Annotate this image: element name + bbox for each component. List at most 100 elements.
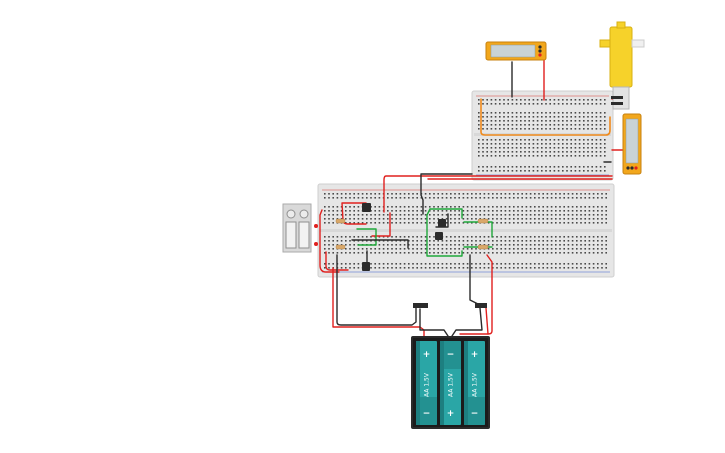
wire-batt-red-right[interactable] — [486, 254, 493, 335]
wire-red-outer[interactable] — [319, 209, 340, 273]
pushbutton-cap[interactable] — [299, 209, 309, 219]
breadboard-hole — [511, 112, 514, 114]
breadboard-hole — [513, 236, 515, 238]
dc-motor[interactable] — [599, 21, 645, 110]
breadboard-hole — [492, 222, 494, 224]
breadboard-hole — [437, 214, 439, 216]
pushbuttons[interactable] — [282, 203, 318, 253]
breadboard-hole — [570, 166, 572, 168]
wire-batt-black-left[interactable] — [336, 254, 417, 326]
wire-batt-black-mid[interactable] — [469, 254, 479, 305]
breadboard-hole — [578, 120, 581, 122]
transistor-q2[interactable] — [438, 219, 446, 227]
breadboard-hole — [578, 112, 581, 114]
breadboard-hole — [324, 248, 326, 250]
breadboard-hole — [499, 116, 501, 118]
wire-batt-black-center[interactable] — [419, 308, 449, 337]
breadboard-hole — [515, 139, 518, 141]
breadboard-hole — [576, 267, 578, 269]
battery-cell: −+AA 1,5V — [440, 341, 461, 425]
breadboard-hole — [542, 240, 544, 242]
breadboard-hole — [592, 210, 595, 212]
wire-green-right[interactable] — [426, 208, 463, 257]
breadboard-hole — [521, 197, 523, 199]
battery-pack[interactable]: +−AA 1,5V−+AA 1,5V+−AA 1,5V — [411, 336, 490, 429]
breadboard-hole — [529, 244, 532, 246]
transistor-q3[interactable] — [435, 232, 443, 240]
breadboard-hole — [454, 240, 456, 242]
resistor-r1[interactable] — [335, 218, 346, 224]
transistor-q1[interactable] — [362, 203, 371, 212]
wire-batt-red-right2[interactable] — [459, 307, 489, 335]
breadboard-hole — [583, 112, 585, 114]
breadboard-hole — [408, 210, 410, 212]
wire-batt-black-right[interactable] — [451, 307, 483, 337]
breadboard-hole — [559, 244, 561, 246]
breadboard-hole — [559, 240, 561, 242]
breadboard-hole — [328, 236, 330, 238]
breadboard-hole — [433, 267, 435, 269]
breadboard-hole — [496, 193, 498, 195]
resistor-r3[interactable] — [477, 218, 489, 224]
breadboard-hole — [387, 244, 389, 246]
breadboard-hole — [324, 210, 326, 212]
breadboard-hole — [454, 248, 456, 250]
breadboard-hole — [500, 248, 502, 250]
breadboard-hole — [412, 267, 414, 269]
wire-red-link[interactable] — [383, 175, 613, 213]
breadboard-hole — [576, 210, 578, 212]
breadboard-hole — [324, 267, 326, 269]
motor-terminal — [611, 102, 623, 105]
breadboard-hole — [361, 240, 364, 242]
breadboard-hole — [420, 218, 423, 220]
breadboard-hole — [517, 214, 519, 216]
breadboard-hole — [517, 197, 519, 199]
breadboard-hole — [441, 240, 444, 242]
wire-red-inner[interactable] — [325, 251, 349, 271]
breadboard-hole — [399, 206, 402, 208]
breadboard-hole — [399, 236, 402, 238]
breadboard-hole — [378, 222, 381, 224]
breadboard-hole — [549, 99, 551, 101]
breadboard-hole — [513, 252, 515, 254]
breadboard-hole — [534, 267, 536, 269]
breadboard-hole — [391, 214, 393, 216]
breadboard-hole — [563, 197, 565, 199]
breadboard-hole — [345, 206, 347, 208]
breadboard-hole — [499, 128, 501, 130]
breadboard-hole — [399, 193, 402, 195]
breadboard-hole — [587, 155, 589, 157]
transistor-q4[interactable] — [362, 262, 370, 271]
breadboard-hole — [550, 248, 553, 250]
breadboard-hole — [332, 252, 334, 254]
breadboard-hole — [559, 206, 561, 208]
wire-orange[interactable] — [480, 98, 611, 136]
breadboard-hole — [387, 263, 389, 265]
wire-batt-red-left[interactable] — [332, 267, 425, 338]
breadboard-hole — [357, 267, 360, 269]
resistor-r2[interactable] — [335, 244, 346, 250]
wire-red-short[interactable] — [371, 212, 391, 237]
multimeter-right[interactable] — [622, 113, 642, 175]
breadboard-hole — [508, 214, 511, 216]
breadboard-hole — [353, 218, 355, 220]
wire-green-left[interactable] — [356, 228, 377, 246]
wire-black-mid[interactable] — [351, 239, 409, 249]
breadboard-hole — [511, 120, 514, 122]
resistor-r4[interactable] — [477, 244, 489, 250]
wire-black-link[interactable] — [420, 173, 473, 215]
breadboard-hole — [391, 197, 393, 199]
breadboard-hole — [382, 218, 385, 220]
breadboard-hole — [601, 240, 603, 242]
breadboard-hole — [403, 193, 406, 195]
breadboard-hole — [412, 252, 414, 254]
pushbutton-cap[interactable] — [286, 209, 296, 219]
breadboard-hole — [605, 248, 607, 250]
breadboard-hole — [601, 248, 603, 250]
breadboard-hole — [566, 155, 568, 157]
breadboard-hole — [536, 112, 539, 114]
breadboard-hole — [499, 139, 501, 141]
breadboard-hole — [571, 193, 574, 195]
multimeter-top[interactable] — [485, 41, 547, 61]
breadboard-hole — [466, 214, 469, 216]
